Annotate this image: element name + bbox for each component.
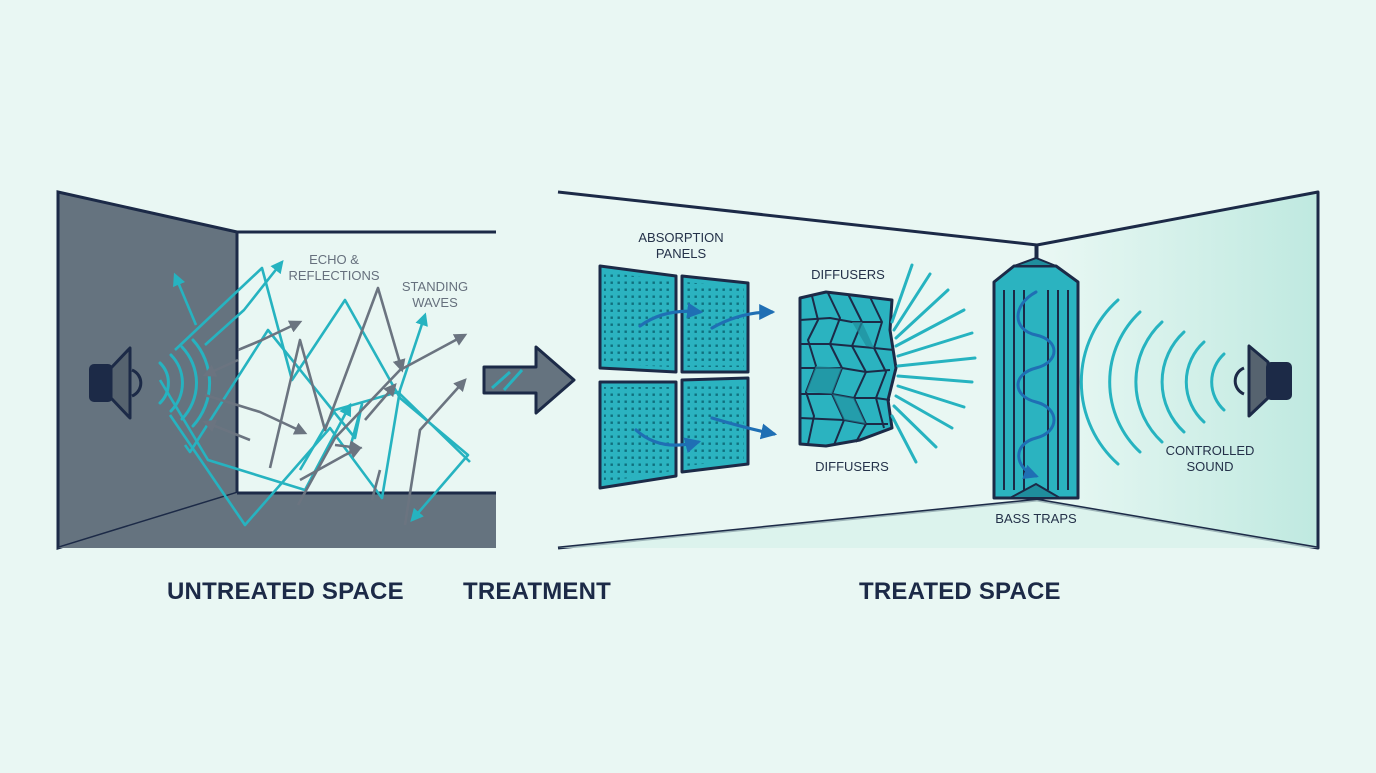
reflection-paths: [158, 259, 471, 527]
diffusers-bottom-label: DIFFUSERS: [815, 459, 889, 474]
echo-reflections-label-line1: ECHO &: [309, 252, 359, 267]
absorption-panels-label: ABSORPTION PANELS: [628, 230, 734, 262]
untreated-room: [56, 190, 496, 551]
absorption-flow-arrows: [634, 302, 778, 453]
untreated-floor: [58, 493, 496, 548]
controlled-sound-label-line1: CONTROLLED: [1165, 443, 1255, 458]
standing-wave-arrows: [202, 286, 468, 526]
treated-floor: [558, 500, 1318, 548]
untreated-space-caption: UNTREATED SPACE: [167, 578, 404, 605]
bass-traps-label: BASS TRAPS: [995, 511, 1077, 526]
diffusion-rays: [890, 263, 977, 464]
echo-reflections-label: ECHO & REFLECTIONS: [286, 252, 382, 284]
diffusers-top-label: DIFFUSERS: [811, 267, 885, 282]
untreated-left-wall: [56, 190, 239, 551]
echo-reflections-label-line2: REFLECTIONS: [288, 268, 380, 283]
diffuser-icon: [798, 263, 977, 464]
controlled-sound-waves: [1079, 298, 1226, 466]
standing-waves-label-line1: STANDING: [401, 279, 469, 294]
absorption-panel-icon: [598, 264, 778, 490]
absorption-panel-top-right: [680, 274, 750, 374]
bass-trap-flow: [1016, 290, 1056, 479]
controlled-sound-label-line2: SOUND: [1186, 459, 1234, 474]
absorption-panel-top-left: [598, 264, 678, 374]
standing-waves-label: STANDING WAVES: [397, 279, 473, 311]
treated-room: [557, 190, 1320, 550]
treated-space-caption: TREATED SPACE: [859, 578, 1061, 605]
arrow-right-icon: [482, 345, 576, 415]
absorption-panels-label-line1: ABSORPTION: [638, 230, 724, 245]
treatment-caption: TREATMENT: [463, 578, 612, 605]
standing-waves-label-line2: WAVES: [412, 295, 458, 310]
speaker-sound-waves: [158, 338, 212, 428]
absorption-panel-bottom-left: [598, 380, 678, 490]
bass-trap-icon: [992, 245, 1080, 500]
controlled-sound-label: CONTROLLED SOUND: [1164, 443, 1256, 475]
speaker-icon: [89, 346, 143, 420]
treated-ceiling-line: [557, 190, 1038, 247]
speaker-icon: [1233, 344, 1292, 418]
absorption-panels-label-line2: PANELS: [655, 246, 707, 261]
